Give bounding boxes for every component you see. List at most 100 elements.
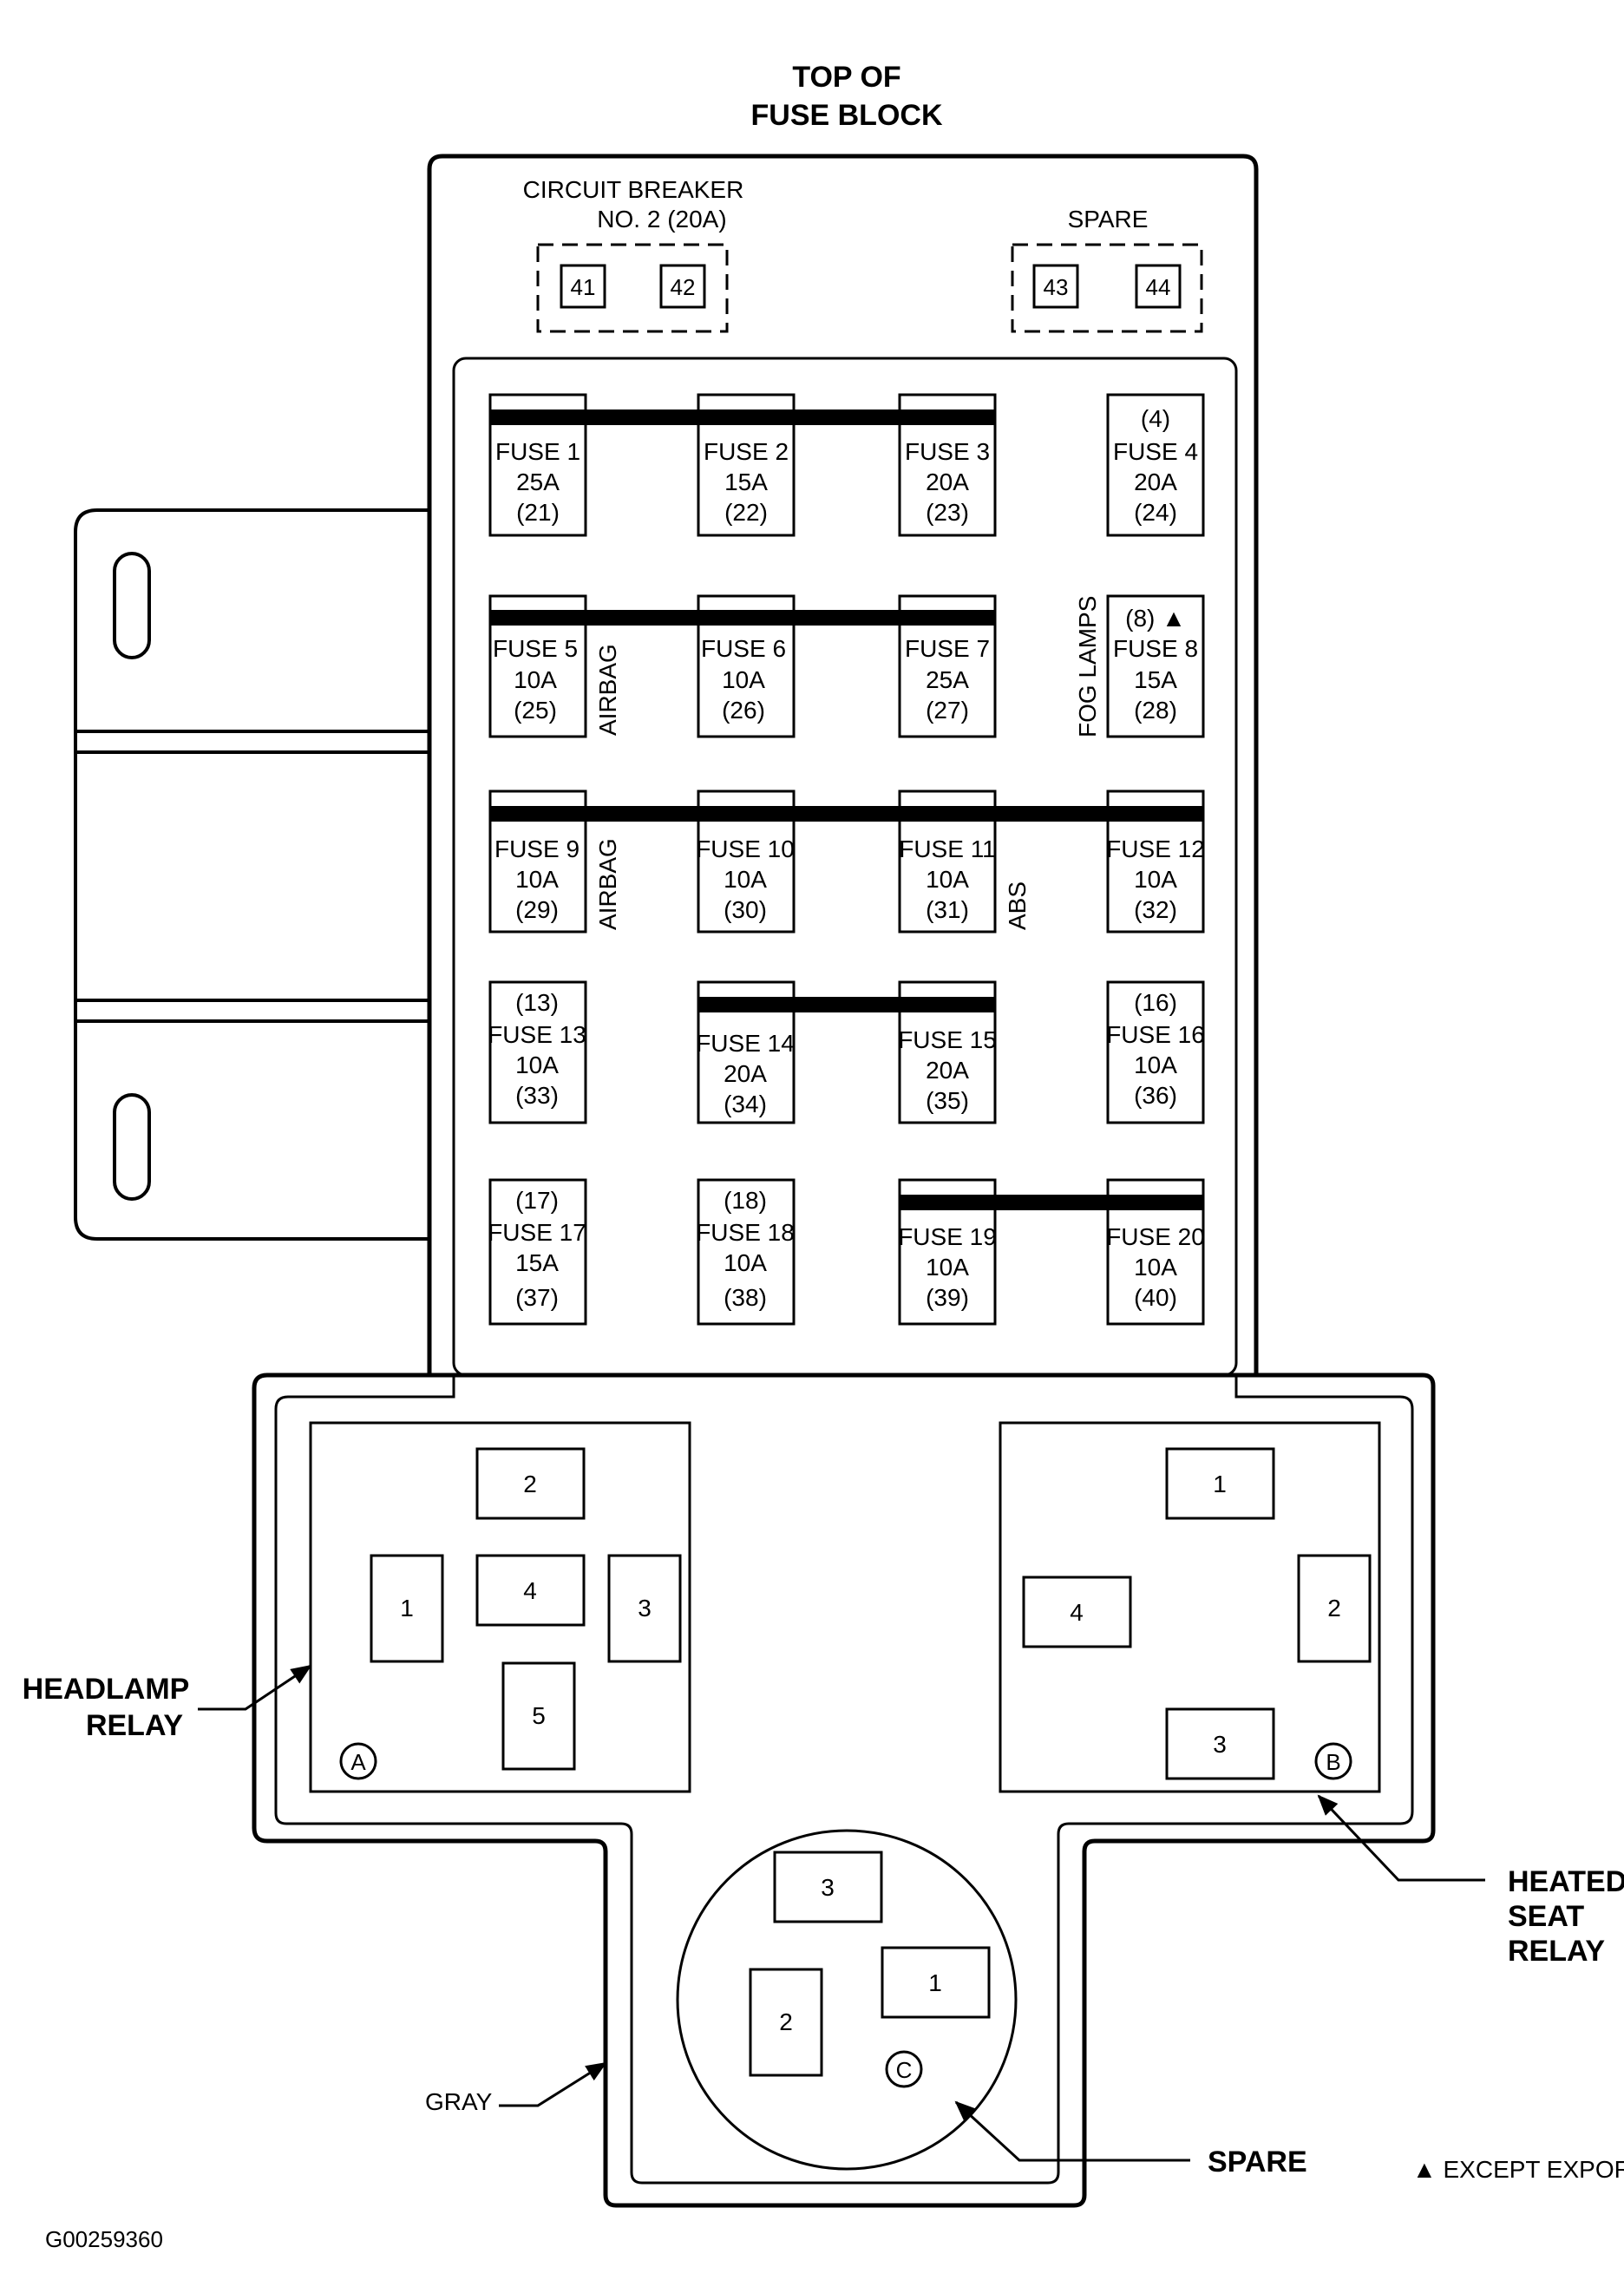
fuse-circuit-number: (32) [1134,896,1177,923]
bus-bar-row-4 [698,997,995,1012]
fuse-panel [452,357,1238,1377]
fuse-amperage: 20A [724,1060,767,1087]
fuse-8[interactable]: (8) ▲ FUSE 8 15A (28) [1106,594,1205,738]
relay-b-pin-3[interactable]: 3 [1165,1707,1275,1780]
headlamp-relay-callout-1: HEADLAMP [23,1673,190,1706]
relay-pin-label: 4 [523,1577,537,1604]
fuse-top-number: (18) [724,1187,767,1214]
fuse-amperage: 10A [514,666,557,693]
relay-section-inner-outline [274,1375,1414,2185]
fuse-circuit-number: (29) [515,896,559,923]
fuse-circuit-number: (27) [926,697,969,724]
fuse-16[interactable]: (16) FUSE 16 10A (36) [1106,980,1205,1124]
relay-c-socket [676,1829,1018,2171]
breaker-terminal-41[interactable]: 41 [560,264,606,309]
fuse-name: FUSE 7 [905,635,990,662]
relay-b-marker: B [1314,1742,1352,1780]
relay-b-pin-1[interactable]: 1 [1165,1447,1275,1520]
breaker-dashed-outline [536,243,729,333]
relay-pin-label: 3 [821,1874,835,1901]
spare-relay-callout: SPARE [1208,2146,1307,2178]
gray-leader [499,2061,607,2107]
heated-seat-callout-3: RELAY [1508,1935,1605,1968]
relay-a-pin-4[interactable]: 4 [475,1554,586,1627]
relay-a-marker: A [339,1742,377,1780]
fuse-name: FUSE 13 [488,1021,586,1048]
fuse-18[interactable]: (18) FUSE 18 10A (38) [696,1178,796,1326]
relay-a-pin-2[interactable]: 2 [475,1447,586,1520]
spare-top-dashed-outline [1011,243,1203,333]
fuse-name: FUSE 2 [704,438,789,465]
relay-pin-label: 2 [523,1471,537,1497]
header-line-2: FUSE BLOCK [751,99,943,132]
fuse-top-number: (13) [515,989,559,1016]
relay-pin-label: 3 [1213,1731,1227,1758]
bus-bar-row-5 [900,1195,1203,1210]
relay-marker-letter: C [896,2057,913,2083]
fuse-amperage: 20A [926,1057,969,1084]
relay-c-pin-3[interactable]: 3 [773,1851,883,1923]
relay-pin-label: 3 [638,1595,652,1622]
relay-pin-label: 2 [779,2008,793,2035]
fuse-name: FUSE 6 [701,635,786,662]
fuse-17[interactable]: (17) FUSE 17 15A (37) [488,1178,587,1326]
fuse-amperage: 10A [515,866,559,893]
fuse-name: FUSE 10 [696,835,795,862]
fuse-circuit-number: (30) [724,896,767,923]
except-export-note: ▲ EXCEPT EXPORT [1412,2156,1624,2183]
fuse-13[interactable]: (13) FUSE 13 10A (33) [488,980,587,1124]
fuse-amperage: 15A [515,1249,559,1276]
fuse-name: FUSE 1 [495,438,580,465]
fuse-name: FUSE 15 [898,1026,997,1053]
relay-c-pin-1[interactable]: 1 [881,1946,991,2019]
fuse-name: FUSE 8 [1113,635,1198,662]
breaker-label-2: NO. 2 (20A) [597,206,726,233]
airbag-label-fuse-5: AIRBAG [594,644,621,736]
spare-terminal-label: 43 [1044,274,1069,300]
fuse-amperage: 10A [722,666,765,693]
relay-b-pin-2[interactable]: 2 [1297,1554,1372,1663]
fuse-amperage: 10A [1134,866,1177,893]
figure-id: G00259360 [45,2226,163,2252]
fuse-circuit-number: (25) [514,697,557,724]
relay-a-pin-5[interactable]: 5 [501,1661,576,1771]
fuse-circuit-number: (39) [926,1284,969,1311]
header-line-1: TOP OF [792,61,900,94]
fuse-amperage: 10A [926,866,969,893]
fuse-amperage: 10A [1134,1254,1177,1281]
fuse-top-number: (8) ▲ [1125,605,1186,632]
mounting-slot-upper [113,552,151,659]
relay-pin-label: 1 [1213,1471,1227,1497]
fuse-amperage: 10A [1134,1052,1177,1078]
fuse-name: FUSE 9 [494,835,580,862]
fuse-circuit-number: (23) [926,499,969,526]
headlamp-relay-callout-2: RELAY [86,1709,183,1742]
relay-a-pin-3[interactable]: 3 [607,1554,682,1663]
fuse-amperage: 15A [1134,666,1177,693]
spare-terminal-label: 44 [1146,274,1171,300]
fuse-top-number: (4) [1141,405,1170,432]
spare-terminal-43[interactable]: 43 [1032,264,1079,309]
fuse-2[interactable]: FUSE 2 15A (22) [697,393,796,537]
spare-terminal-44[interactable]: 44 [1135,264,1182,309]
breaker-terminal-42[interactable]: 42 [659,264,706,309]
fuse-name: FUSE 17 [488,1219,586,1246]
relay-b-pin-4[interactable]: 4 [1022,1576,1132,1648]
relay-c-pin-2[interactable]: 2 [749,1968,823,2077]
fuse-name: FUSE 11 [899,835,996,862]
bus-bar-row-2 [490,610,995,626]
relay-pin-label: 2 [1327,1595,1341,1622]
fuse-circuit-number: (40) [1134,1284,1177,1311]
fuse-amperage: 25A [516,468,560,495]
fuse-4[interactable]: (4) FUSE 4 20A (24) [1106,393,1205,537]
relay-pin-label: 1 [928,1969,942,1996]
fuse-amperage: 10A [926,1254,969,1281]
relay-c-marker: C [885,2050,923,2088]
fuse-name: FUSE 5 [493,635,578,662]
fuse-name: FUSE 12 [1106,835,1205,862]
relay-a-pin-1[interactable]: 1 [370,1554,444,1663]
fuse-name: FUSE 19 [898,1223,997,1250]
headlamp-relay-leader [198,1664,312,1711]
fuse-circuit-number: (37) [515,1284,559,1311]
